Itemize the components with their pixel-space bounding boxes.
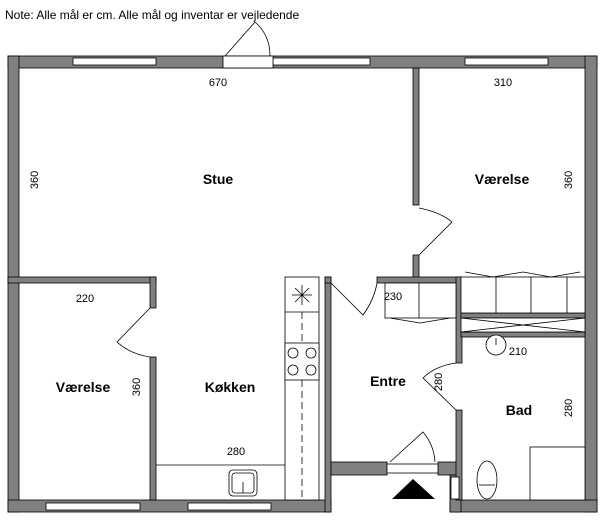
window	[272, 57, 371, 66]
burner-icon	[305, 347, 317, 359]
windows	[45, 57, 549, 511]
bath-fixtures	[476, 334, 586, 501]
bedroom-door-swing	[418, 207, 453, 256]
dim-stue-width: 670	[209, 77, 227, 89]
balcony-door-swing	[224, 21, 271, 57]
dim-bad-width: 210	[509, 346, 527, 358]
labels: Stue 670 360 Værelse 310 360 Værelse 220…	[29, 77, 575, 458]
dim-vaerelse-right-width: 310	[494, 77, 512, 89]
window	[72, 57, 157, 66]
room-label-stue: Stue	[203, 171, 234, 187]
front-door-opening	[386, 463, 439, 474]
kitchen-counter	[284, 276, 320, 501]
bedroom-wardrobe	[460, 276, 586, 314]
entre-top-wall	[376, 276, 463, 284]
kitchen-entre-wall	[324, 276, 332, 513]
burner-icon	[287, 364, 299, 376]
stue-bedroom-wall	[7, 276, 157, 284]
window	[450, 476, 460, 500]
closet-wall-1	[460, 312, 586, 319]
dim-entre-height: 280	[433, 373, 445, 391]
doors	[116, 21, 457, 499]
bath-wall-lower	[455, 409, 463, 501]
entre-wall-stub	[324, 276, 332, 284]
closet-wall-2	[460, 331, 586, 338]
room-label-kokken: Køkken	[205, 379, 256, 395]
bottom-wall-right	[449, 499, 598, 513]
shower	[529, 446, 586, 501]
entrance-wall-left	[330, 461, 388, 476]
dim-vaerelse-right-height: 360	[563, 171, 575, 189]
balcony-door-opening	[222, 55, 274, 69]
dim-kokken-width: 280	[227, 446, 245, 458]
bedroom-wall-upper	[149, 276, 157, 309]
room-label-vaerelse-right: Værelse	[475, 171, 530, 187]
burner-icon	[287, 347, 299, 359]
burner-icon	[305, 364, 317, 376]
dim-vaerelse-left-width: 220	[76, 293, 94, 305]
dim-entre-closet: 230	[384, 291, 402, 303]
left-wall	[7, 55, 20, 513]
kitchen-fixtures	[156, 276, 320, 501]
room-label-entre: Entre	[370, 373, 406, 389]
entrance-arrow-icon	[392, 479, 435, 499]
entre-closet	[384, 282, 457, 319]
dim-vaerelse-left-height: 360	[131, 378, 143, 396]
lamp-icon	[292, 285, 312, 305]
room-label-bad: Bad	[506, 402, 532, 418]
stue-vaerelse-wall-upper	[412, 67, 420, 206]
right-wall	[584, 55, 598, 513]
window	[45, 502, 141, 511]
room-label-vaerelse-left: Værelse	[56, 379, 111, 395]
dim-bad-height: 280	[563, 399, 575, 417]
dim-stue-height: 360	[29, 171, 41, 189]
window	[464, 57, 549, 66]
stove	[284, 342, 320, 381]
toilet-icon	[476, 460, 498, 500]
entre-door-swing	[330, 282, 378, 316]
bedroom-left-door-swing	[116, 307, 151, 358]
front-door-swing	[389, 431, 436, 463]
bedroom-wall-lower	[149, 356, 157, 501]
closets	[384, 271, 586, 333]
stue-vaerelse-wall-lower	[412, 254, 420, 281]
note-text: Note: Alle mål er cm. Alle mål og invent…	[5, 8, 299, 22]
window	[187, 502, 272, 511]
bath-door-swing	[422, 362, 457, 411]
